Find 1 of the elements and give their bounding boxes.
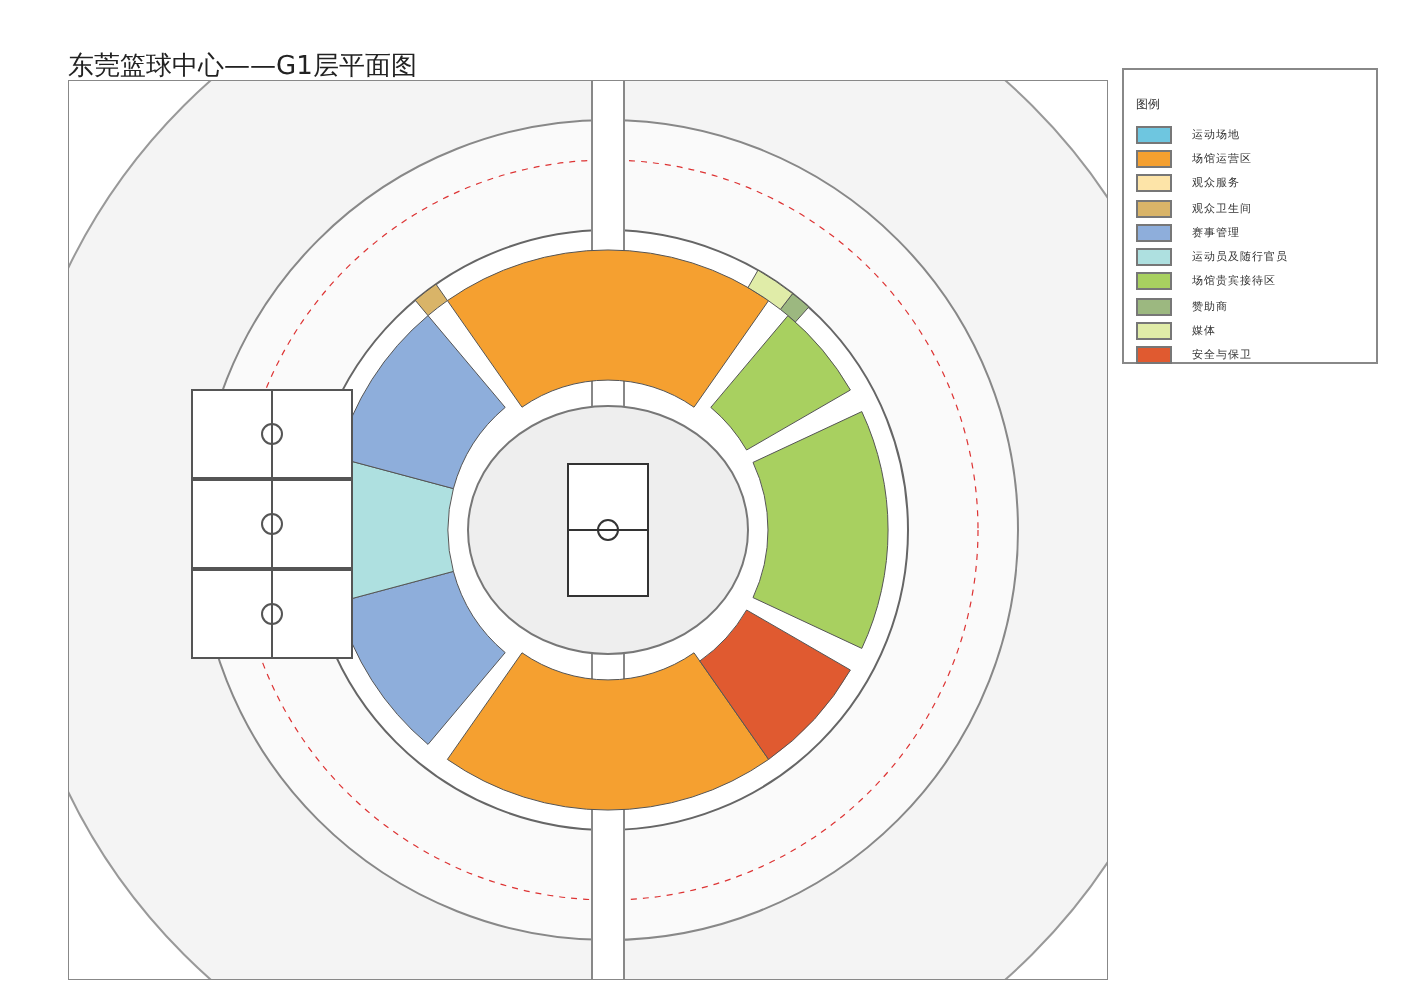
plan-title: 东莞篮球中心——G1层平面图 xyxy=(68,50,417,84)
